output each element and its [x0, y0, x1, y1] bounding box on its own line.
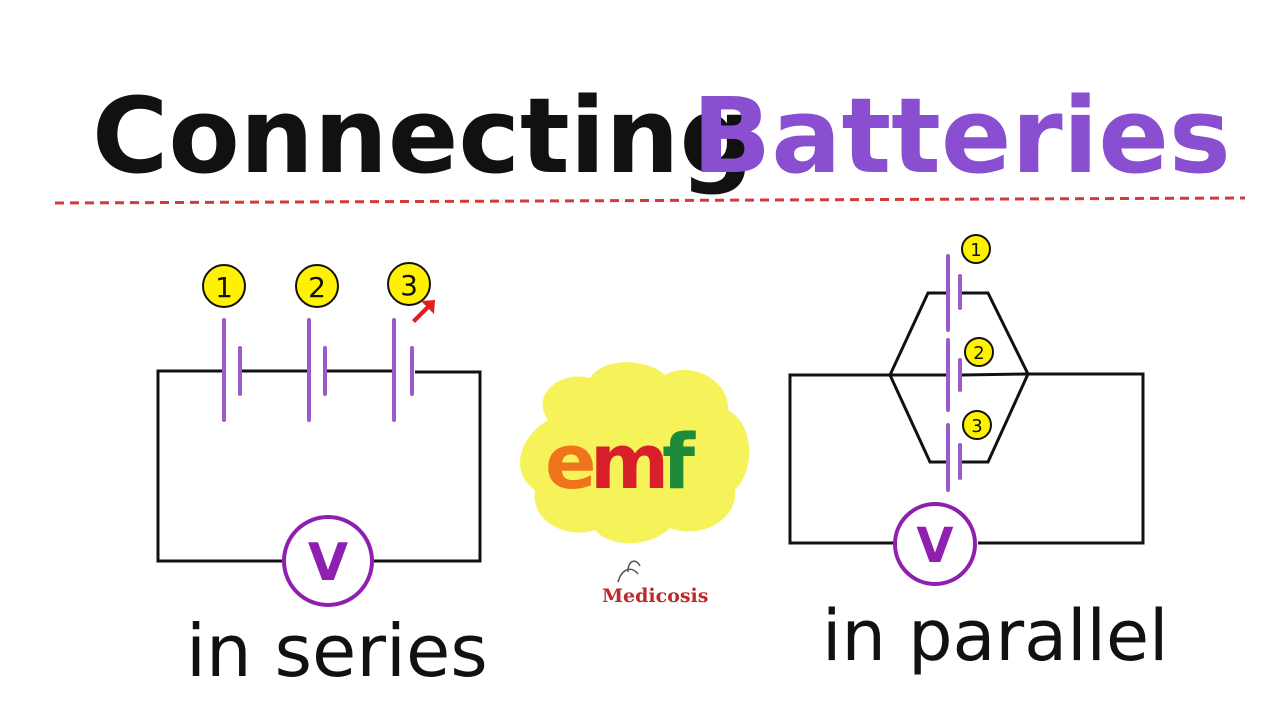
- series-wire-left: [156, 369, 283, 563]
- parallel-badge-3: 3: [962, 410, 992, 440]
- svg-text:Medicosis: Medicosis: [602, 585, 708, 607]
- title-batteries: Batteries: [692, 75, 1231, 197]
- parallel-wire-left: [788, 373, 895, 545]
- parallel-wire-right: [978, 372, 1145, 545]
- emf-letter-e: e: [545, 417, 597, 506]
- series-circuit: [156, 369, 482, 563]
- emf-letter-f: f: [662, 417, 696, 506]
- svg-text:V: V: [916, 518, 953, 574]
- series-battery-2: [307, 318, 327, 422]
- svg-text:3: 3: [971, 416, 982, 437]
- svg-text:V: V: [308, 533, 348, 593]
- svg-text:2: 2: [308, 271, 326, 304]
- parallel-badge-1: 1: [961, 234, 991, 264]
- parallel-branch-bottom: [888, 374, 948, 464]
- parallel-circuit: [788, 291, 1145, 545]
- series-wire-right: [372, 370, 482, 563]
- emf-blob: e m f: [520, 362, 750, 544]
- svg-text:1: 1: [215, 271, 233, 304]
- parallel-branch-top-right: [962, 291, 1030, 375]
- series-badge-3: 3: [387, 262, 431, 306]
- parallel-voltmeter: V: [893, 502, 977, 586]
- parallel-caption: in parallel: [822, 595, 1168, 677]
- svg-text:1: 1: [970, 240, 981, 261]
- parallel-battery-2: [946, 338, 962, 412]
- emf-letter-m: m: [590, 417, 669, 506]
- series-battery-3: [392, 318, 414, 422]
- parallel-branch-mid-right: [961, 372, 1029, 377]
- series-badge-2: 2: [295, 264, 339, 308]
- svg-text:3: 3: [400, 269, 418, 302]
- parallel-battery-3: [946, 423, 962, 492]
- title-connecting: Connecting: [92, 75, 754, 197]
- series-badge-1: 1: [202, 264, 246, 308]
- title-divider: [54, 196, 1246, 205]
- cursor-arrow-icon: [412, 300, 435, 323]
- parallel-branch-bottom-right: [962, 373, 1030, 464]
- series-voltmeter: V: [282, 515, 374, 607]
- parallel-badge-2: 2: [964, 337, 994, 367]
- svg-text:2: 2: [973, 343, 984, 364]
- series-caption: in series: [186, 609, 488, 693]
- series-battery-1: [222, 318, 242, 422]
- parallel-branch-top: [888, 291, 948, 376]
- medicosis-logo: Medicosis: [602, 560, 708, 607]
- parallel-battery-1: [946, 254, 962, 332]
